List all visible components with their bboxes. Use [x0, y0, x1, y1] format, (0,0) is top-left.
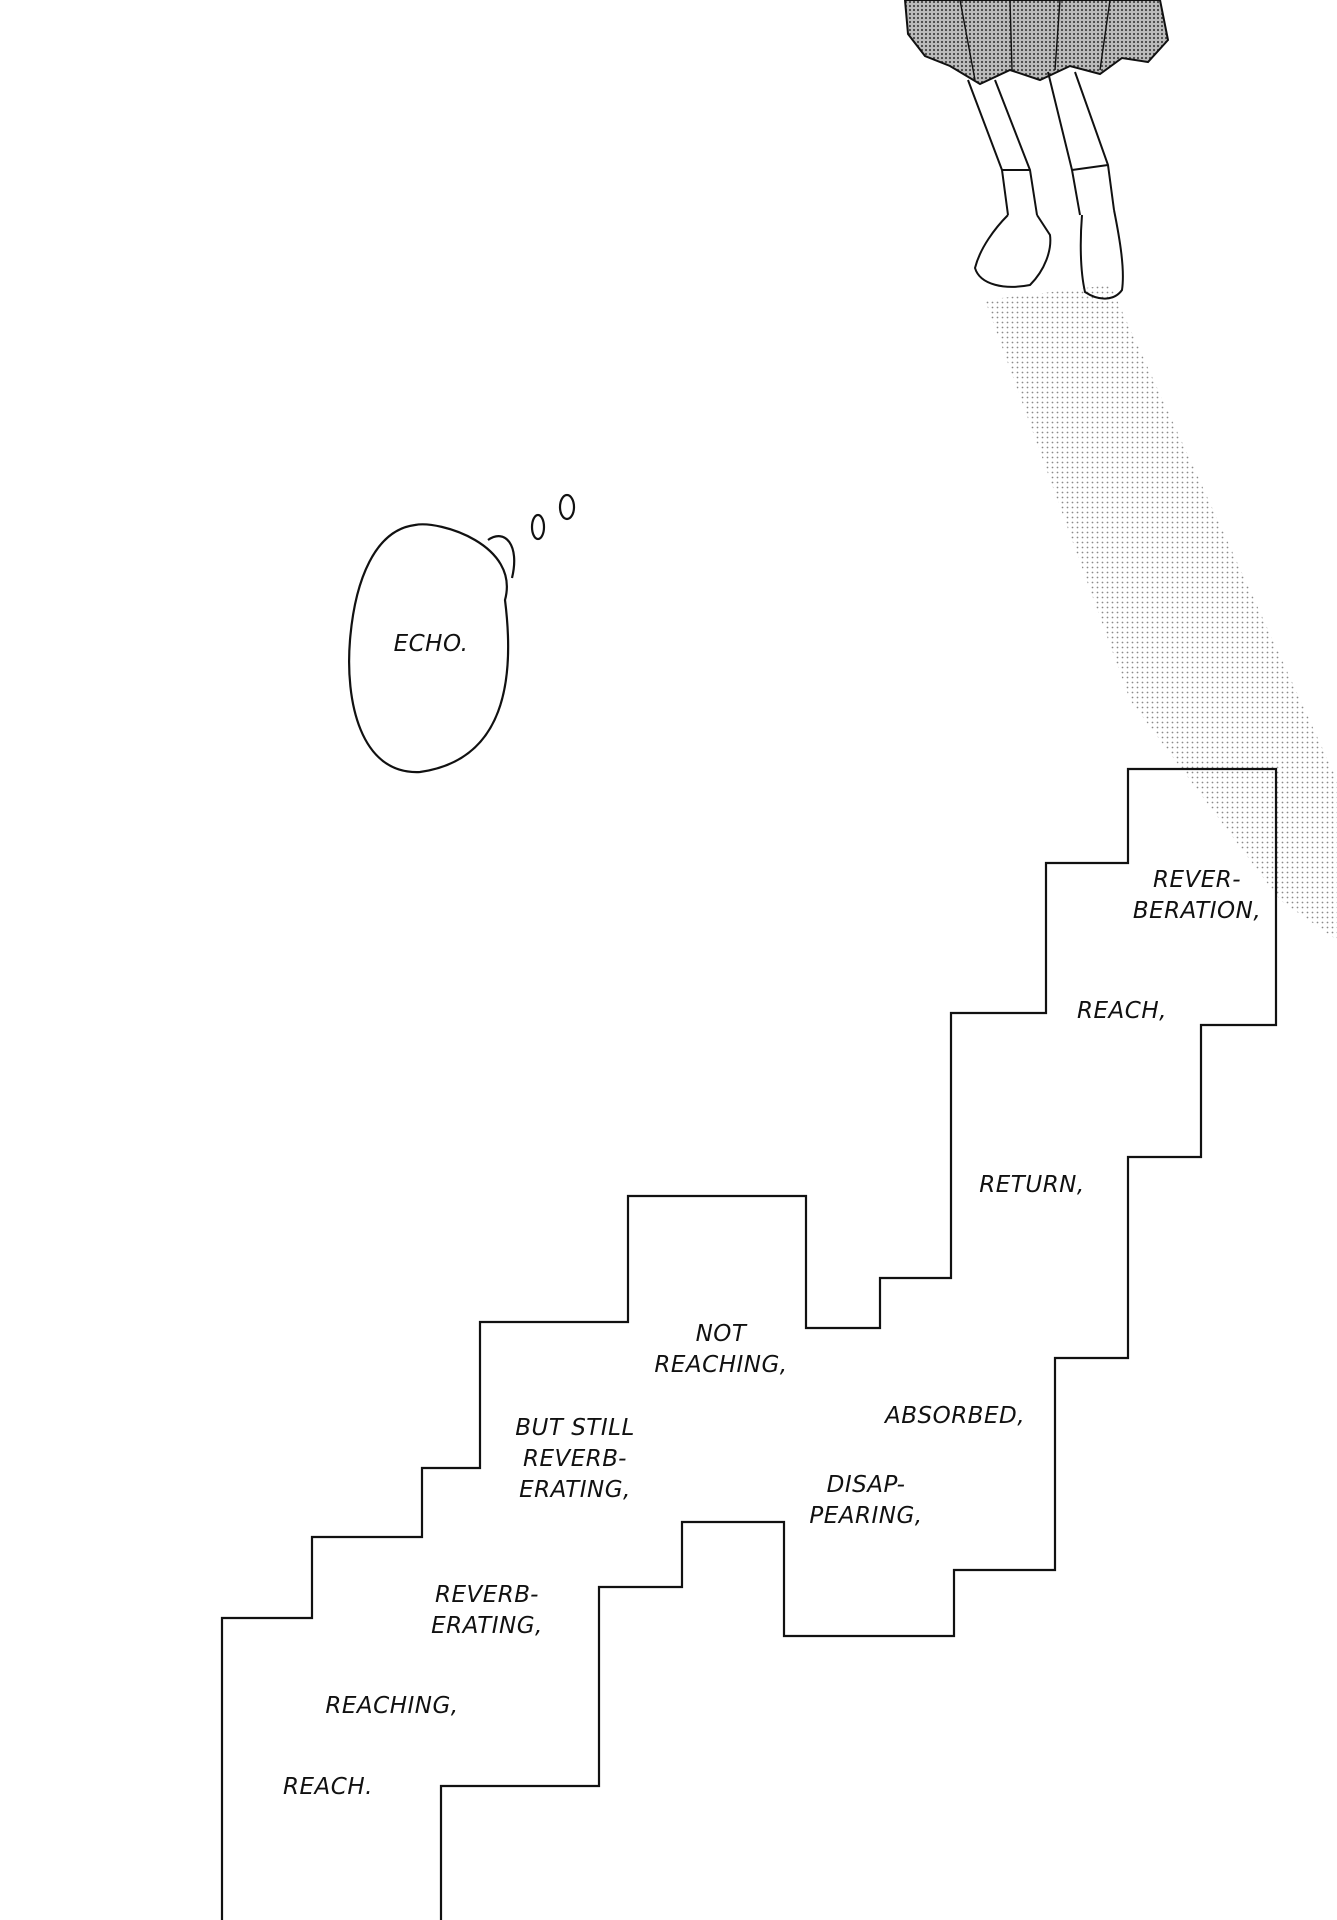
caption-reach: REACH, [1077, 998, 1167, 1024]
caption-disappearing: DISAP- PEARING, [809, 1472, 923, 1529]
staircase-outline [220, 767, 1278, 1920]
caption-return: RETURN, [979, 1172, 1085, 1198]
thought-echo: ECHO. [393, 631, 469, 657]
caption-not-reaching: NOT REACHING, [654, 1321, 788, 1378]
caption-but-still-reverberating: BUT STILL REVERB- ERATING, [515, 1415, 635, 1503]
caption-reaching: REACHING, [325, 1693, 459, 1719]
caption-absorbed: ABSORBED, [884, 1403, 1026, 1429]
caption-reach-final: REACH. [283, 1774, 373, 1800]
caption-reverberating: REVERB- ERATING, [431, 1582, 543, 1639]
girl-skirt [903, 0, 1170, 86]
thought-dot-large [558, 493, 576, 521]
girl-shadow [985, 285, 1337, 940]
girl-legs [967, 71, 1124, 300]
thought-bubble [348, 493, 576, 774]
caption-reverberation: REVER- BERATION, [1132, 867, 1262, 924]
thought-dot-small [530, 513, 546, 541]
